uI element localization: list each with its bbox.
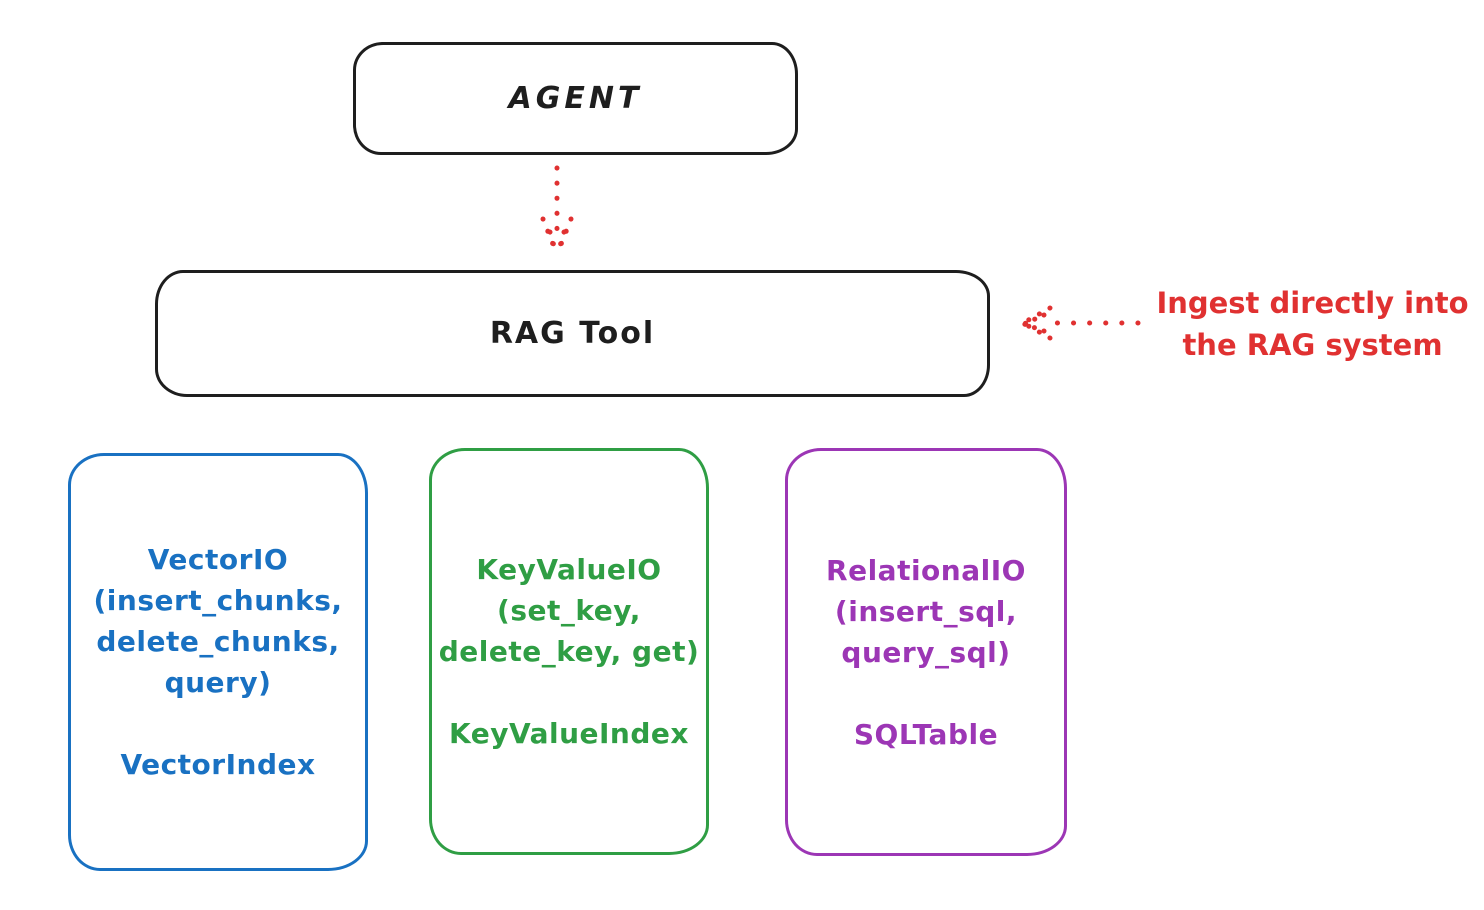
sql-table-label: SQLTable <box>853 717 999 751</box>
relational-io-text: RelationalIO (insert_sql, query_sql) SQL… <box>826 550 1026 755</box>
vector-io-text: VectorIO (insert_chunks, delete_chunks, … <box>94 539 343 785</box>
relational-io-interface-label: RelationalIO (insert_sql, query_sql) <box>826 553 1026 669</box>
agent-box: AGENT <box>353 42 798 155</box>
keyvalue-io-text: KeyValueIO (set_key, delete_key, get) Ke… <box>439 549 700 754</box>
keyvalue-io-box: KeyValueIO (set_key, delete_key, get) Ke… <box>429 448 709 855</box>
keyvalue-io-interface-label: KeyValueIO (set_key, delete_key, get) <box>438 553 700 668</box>
rag-tool-box: RAG Tool <box>155 270 990 397</box>
rag-tool-label: RAG Tool <box>489 316 656 351</box>
agent-to-rag-dotted-arrow-icon <box>540 165 574 256</box>
relational-io-box: RelationalIO (insert_sql, query_sql) SQL… <box>785 448 1067 856</box>
vector-index-label: VectorIndex <box>120 748 316 781</box>
keyvalue-index-label: KeyValueIndex <box>449 717 689 750</box>
ingest-to-rag-dotted-arrow-icon <box>1020 305 1141 341</box>
ingest-annotation: Ingest directly into the RAG system <box>1156 286 1469 362</box>
vector-io-box: VectorIO (insert_chunks, delete_chunks, … <box>68 453 368 871</box>
agent-label: AGENT <box>508 81 643 116</box>
vector-io-interface-label: VectorIO (insert_chunks, delete_chunks, … <box>93 543 343 699</box>
